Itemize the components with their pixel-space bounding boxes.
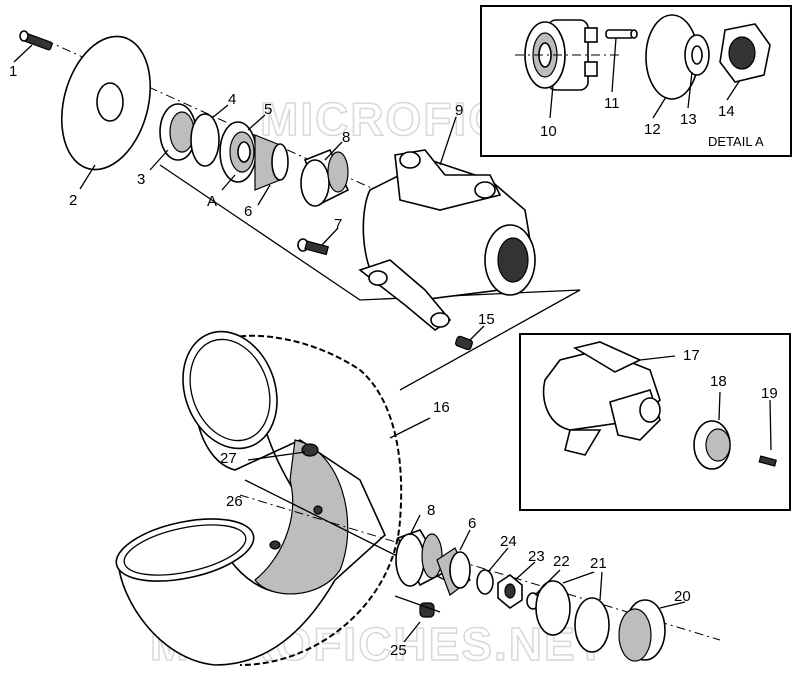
part-labels: 1 2 3 4 5 A 6 7 8 9 10 11 12 13 14 15 16… (9, 63, 778, 659)
part-25-valve (394, 595, 441, 618)
part-7-bolt (297, 238, 330, 256)
label-part-a: A (207, 193, 217, 210)
detail-part-13 (684, 34, 710, 76)
detail-part-11 (605, 29, 638, 39)
part-6-bearing-bottom (436, 547, 471, 596)
part-4-ring (190, 113, 220, 167)
label-part-22: 22 (553, 553, 570, 570)
part-15-setscrew (455, 335, 473, 351)
label-part-3: 3 (137, 171, 145, 188)
alignment-line (159, 164, 581, 391)
part-3-seal (159, 103, 197, 161)
label-part-23: 23 (528, 548, 545, 565)
label-part-8-bottom: 8 (427, 502, 435, 519)
leader-lines (13, 44, 686, 643)
part-2-disc (60, 35, 152, 171)
axis-line-bottom (239, 494, 721, 641)
detail-a-box: DETAIL A (480, 5, 792, 157)
label-part-9: 9 (455, 102, 463, 119)
part-21-rings (535, 580, 610, 653)
part-1-screw (19, 30, 53, 51)
label-part-25: 25 (390, 642, 407, 659)
detail-part-10 (515, 19, 620, 91)
part-6-bearing-top (254, 134, 289, 191)
label-part-21: 21 (590, 555, 607, 572)
label-part-17: 17 (683, 347, 700, 364)
part-8-race-bottom (395, 529, 447, 587)
part-18-cap (693, 420, 731, 470)
label-part-12: 12 (644, 121, 661, 138)
label-part-5: 5 (264, 101, 272, 118)
label-part-4: 4 (228, 91, 236, 108)
label-part-20: 20 (674, 588, 691, 605)
part-24-washer (476, 569, 494, 595)
label-part-14: 14 (718, 103, 735, 120)
label-part-18: 18 (710, 373, 727, 390)
label-part-2: 2 (69, 192, 77, 209)
inset-box (519, 333, 791, 511)
label-part-16: 16 (433, 399, 450, 416)
part-23-nut (497, 574, 523, 609)
part-16-tire (115, 330, 403, 666)
label-part-11: 11 (604, 95, 620, 112)
part-8-race-top (300, 148, 350, 207)
label-part-10: 10 (540, 123, 557, 140)
label-part-15: 15 (478, 311, 495, 328)
part-20-cap (618, 599, 666, 662)
part-5-bearing (219, 121, 257, 183)
part-17-hub (542, 341, 661, 456)
label-part-6-bottom: 6 (468, 515, 476, 532)
label-part-24: 24 (500, 533, 517, 550)
part-19-screw (758, 455, 777, 467)
label-part-19: 19 (761, 385, 778, 402)
label-part-1: 1 (9, 63, 17, 80)
detail-a-title: DETAIL A (708, 134, 764, 149)
label-part-13: 13 (680, 111, 697, 128)
detail-part-14 (719, 23, 771, 83)
label-part-6-top: 6 (244, 203, 252, 220)
part-9-hub (358, 149, 536, 331)
label-part-26: 26 (226, 493, 243, 510)
label-part-7: 7 (334, 216, 342, 233)
label-part-8-top: 8 (342, 129, 350, 146)
label-part-27: 27 (220, 450, 237, 467)
